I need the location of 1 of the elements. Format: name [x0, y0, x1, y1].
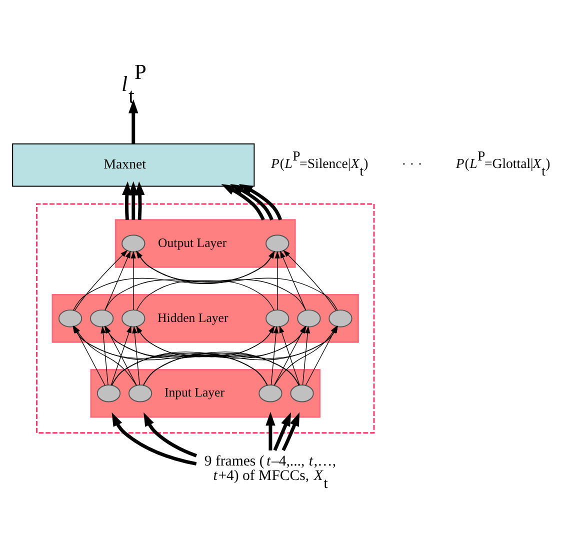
label: · · ·	[402, 156, 422, 172]
